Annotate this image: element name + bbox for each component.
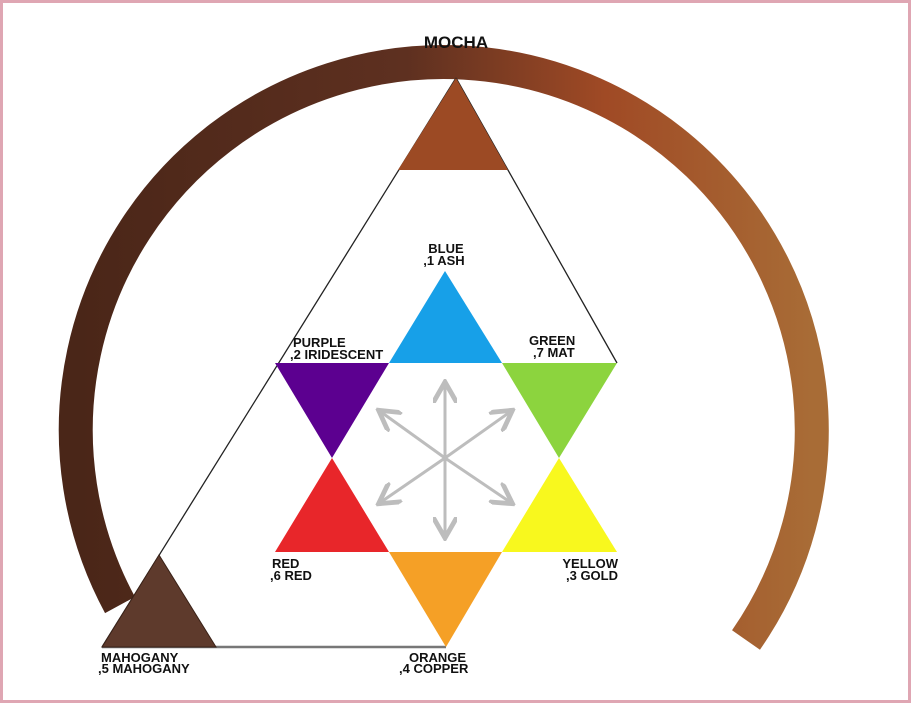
label-green-code: ,7 MAT <box>533 345 575 360</box>
labels: BLUE ,1 ASH PURPLE ,2 IRIDESCENT GREEN ,… <box>98 241 619 676</box>
label-red-name: RED <box>272 556 299 571</box>
red-triangle <box>275 458 389 552</box>
label-yellow-code: ,3 GOLD <box>566 568 618 583</box>
mahogany-triangle <box>101 554 217 648</box>
green-triangle <box>502 363 617 458</box>
orange-triangle <box>389 552 502 647</box>
arrows-icon <box>381 385 510 535</box>
label-blue-name: BLUE <box>428 241 464 256</box>
label-yellow-name: YELLOW <box>562 556 618 571</box>
label-orange-name: ORANGE <box>409 650 466 665</box>
label-orange-code: ,4 COPPER <box>399 661 469 676</box>
purple-triangle <box>275 363 389 458</box>
label-red-code: ,6 RED <box>270 568 312 583</box>
label-mahogany-name: MAHOGANY <box>101 650 179 665</box>
label-mahogany-code: ,5 MAHOGANY <box>98 661 190 676</box>
yellow-triangle <box>502 458 617 552</box>
mocha-arc <box>58 45 829 650</box>
label-purple-name: PURPLE <box>293 335 346 350</box>
blue-triangle <box>389 271 502 363</box>
mocha-triangle <box>398 78 508 170</box>
label-green-name: GREEN <box>529 333 575 348</box>
title-mocha: MOCHA <box>424 33 488 52</box>
label-purple-code: ,2 IRIDESCENT <box>290 347 383 362</box>
label-blue-code: ,1 ASH <box>423 253 464 268</box>
